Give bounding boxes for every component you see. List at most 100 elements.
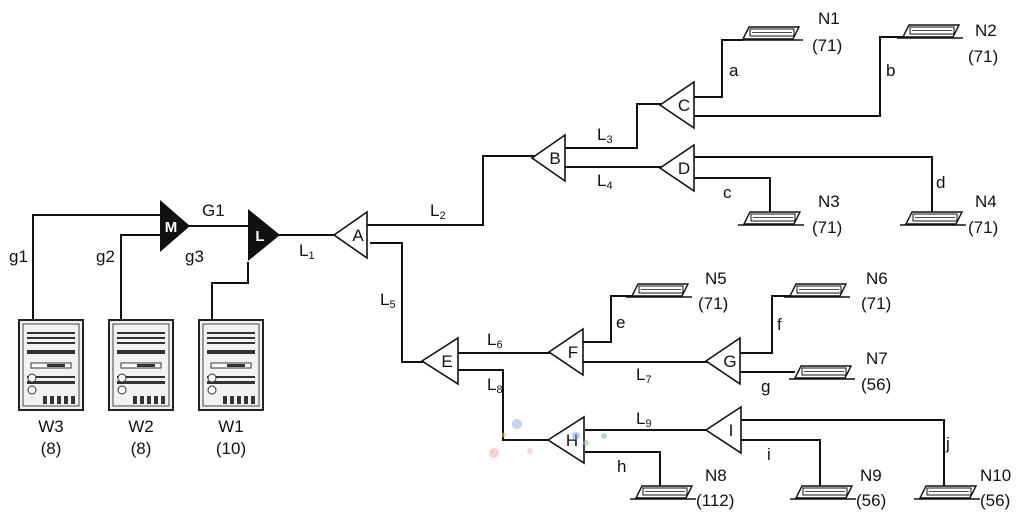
label-L7: L7 — [636, 365, 652, 386]
pipe-h — [585, 451, 661, 486]
color-dots — [489, 419, 607, 458]
indoor-unit-n7: N7 (56) — [788, 349, 891, 394]
label-L2: L2 — [430, 201, 446, 222]
joint-i: I — [704, 405, 742, 455]
label-a: a — [729, 61, 739, 80]
indoor-unit-n6-value: (71) — [861, 294, 891, 313]
label-L4: L4 — [597, 171, 613, 192]
indoor-unit-n10-value: (56) — [980, 491, 1010, 510]
outdoor-unit-w2-icon — [108, 319, 174, 411]
indoor-unit-n3-label: N3 — [818, 192, 840, 211]
joint-h: H — [546, 415, 585, 465]
indoor-unit-n5: N5 (71) — [625, 269, 728, 313]
indoor-unit-n4-value: (71) — [968, 218, 998, 237]
joint-f: F — [547, 327, 584, 377]
outdoor-unit-w1: W1 (10) — [198, 319, 264, 458]
label-G1: G1 — [202, 201, 225, 220]
label-j: j — [945, 434, 950, 453]
label-L5: L5 — [380, 290, 396, 311]
joint-d-label: D — [678, 159, 690, 178]
joint-b: B — [530, 133, 566, 183]
pipe-g1 — [32, 214, 162, 320]
indoor-unit-n10: N10 (56) — [913, 466, 1011, 510]
pipe-j — [741, 419, 945, 490]
joint-e: E — [420, 336, 459, 386]
label-L6: L6 — [487, 330, 503, 351]
pipe-L8 — [458, 369, 550, 441]
joint-b-label: B — [549, 149, 560, 168]
joint-c-label: C — [678, 96, 690, 115]
joint-m: M — [160, 200, 190, 252]
indoor-unit-n1-label: N1 — [818, 9, 840, 28]
indoor-unit-n3: N3 (71) — [737, 192, 842, 237]
joint-g: G — [704, 336, 741, 386]
joint-f-label: F — [568, 343, 578, 362]
outdoor-unit-w3-icon — [18, 319, 84, 411]
indoor-unit-n1-value: (71) — [812, 36, 842, 55]
outdoor-unit-w3-label: W3 — [38, 417, 64, 436]
joint-e-label: E — [441, 352, 452, 371]
outdoor-unit-w3-value: (8) — [41, 439, 62, 458]
indoor-unit-n5-label: N5 — [705, 269, 727, 288]
label-L9: L9 — [636, 409, 652, 430]
label-h: h — [617, 457, 626, 476]
indoor-unit-n10-icon — [913, 485, 981, 500]
indoor-unit-n10-label: N10 — [980, 466, 1011, 485]
indoor-unit-n9-icon — [789, 485, 857, 500]
label-f: f — [777, 315, 782, 334]
pipe-i — [741, 439, 821, 490]
indoor-unit-n6: N6 (71) — [783, 269, 891, 313]
outdoor-unit-w3: W3 (8) — [18, 319, 84, 458]
pipe-L2 — [365, 155, 535, 226]
indoor-unit-n7-icon — [788, 365, 856, 380]
indoor-unit-n5-icon — [625, 283, 693, 298]
pipe-d — [694, 156, 933, 212]
pipe-L3 — [560, 103, 662, 149]
indoor-unit-n2: N2 (71) — [896, 21, 998, 66]
indoor-unit-n6-icon — [783, 283, 851, 298]
label-L8: L8 — [487, 375, 503, 396]
pipe-L5 — [370, 242, 425, 363]
label-i: i — [767, 445, 771, 464]
label-L1: L1 — [299, 241, 315, 262]
label-g3: g3 — [185, 247, 204, 266]
pipe-c — [694, 177, 771, 212]
outdoor-unit-w1-label: W1 — [218, 417, 244, 436]
joint-g-label: G — [723, 352, 736, 371]
pipe-g3 — [211, 262, 249, 320]
indoor-unit-n2-label: N2 — [975, 21, 997, 40]
label-d: d — [936, 173, 945, 192]
outdoor-unit-w2: W2 (8) — [108, 319, 174, 458]
outdoor-unit-w1-icon — [198, 319, 264, 411]
label-g: g — [761, 377, 770, 396]
joint-a-label: A — [352, 226, 364, 245]
outdoor-unit-w2-value: (8) — [131, 439, 152, 458]
joint-a: A — [332, 210, 368, 260]
indoor-unit-n6-label: N6 — [866, 269, 888, 288]
label-L3: L3 — [597, 125, 613, 146]
label-e: e — [616, 313, 625, 332]
pipe-e — [583, 295, 632, 343]
pipe-f — [740, 295, 790, 354]
pipe-g2 — [120, 234, 162, 320]
indoor-unit-n7-value: (56) — [861, 375, 891, 394]
indoor-unit-n9-label: N9 — [860, 466, 882, 485]
indoor-unit-n4-icon — [899, 211, 967, 226]
label-c: c — [723, 183, 732, 202]
joint-c: C — [658, 80, 695, 130]
outdoor-unit-w2-label: W2 — [128, 417, 154, 436]
indoor-unit-n3-value: (71) — [812, 218, 842, 237]
outdoor-unit-w1-value: (10) — [216, 439, 246, 458]
indoor-unit-n3-icon — [737, 211, 805, 226]
indoor-unit-n1-icon — [736, 26, 804, 41]
indoor-unit-n1: N1 (71) — [736, 9, 842, 55]
indoor-unit-n4: N4 (71) — [899, 192, 998, 237]
label-g2: g2 — [96, 247, 115, 266]
joint-i-label: I — [729, 421, 734, 440]
indoor-unit-n9-value: (56) — [856, 491, 886, 510]
label-b: b — [886, 61, 895, 80]
indoor-unit-n2-value: (71) — [968, 47, 998, 66]
joint-m-label: M — [165, 219, 178, 236]
